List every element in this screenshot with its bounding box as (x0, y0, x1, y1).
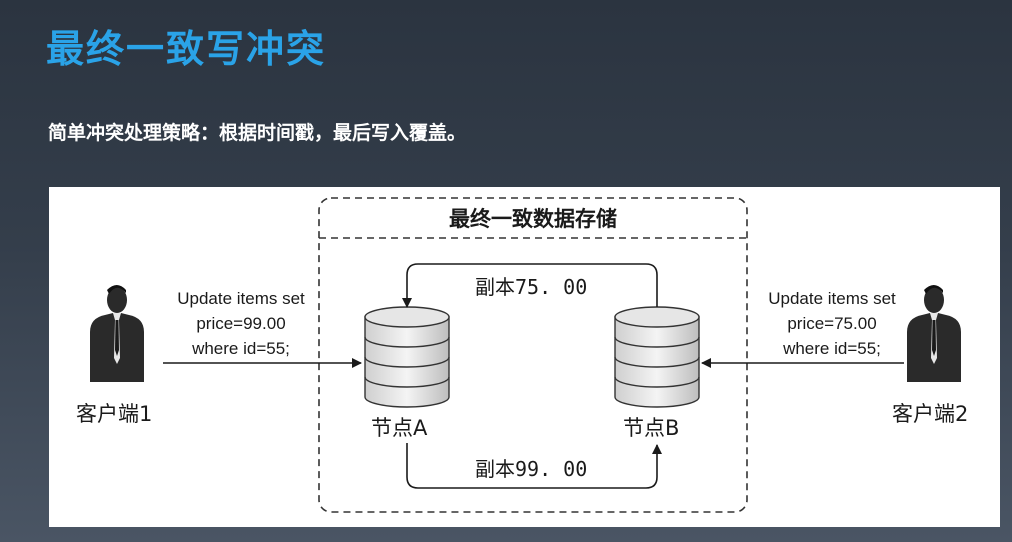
client2-label: 客户端2 (892, 402, 969, 426)
client1-label: 客户端1 (76, 402, 153, 426)
store-title: 最终一致数据存储 (449, 207, 617, 231)
store-boundary (318, 197, 748, 513)
replica-arrow-to-a (402, 263, 658, 308)
node-b-label: 节点B (623, 416, 680, 440)
client1-sql-line: where id=55; (192, 339, 290, 358)
client2-sql-line: price=75.00 (787, 314, 877, 333)
client2-sql-line: Update items set (768, 289, 896, 308)
slide-title: 最终一致写冲突 (46, 27, 327, 71)
database-icon (364, 306, 450, 408)
client2-sql: Update items set price=75.00 where id=55… (747, 286, 917, 361)
slide-subtitle: 简单冲突处理策略：根据时间戳，最后写入覆盖。 (48, 122, 467, 144)
diagram-panel: 最终一致数据存储 Update items set price=99.00 wh… (49, 187, 1000, 527)
replica-label-to-a: 副本75. 00 (475, 275, 588, 299)
replica-arrow-to-b (406, 443, 662, 489)
diagram-graphics (90, 197, 961, 513)
person-icon (90, 285, 144, 382)
client1-sql-line: price=99.00 (196, 314, 286, 333)
client1-sql: Update items set price=99.00 where id=55… (156, 286, 326, 361)
client1-sql-line: Update items set (177, 289, 305, 308)
person-icon (907, 285, 961, 382)
client2-sql-line: where id=55; (783, 339, 881, 358)
node-a-label: 节点A (371, 416, 428, 440)
database-icon (614, 306, 700, 408)
replica-label-to-b: 副本99. 00 (475, 457, 588, 481)
